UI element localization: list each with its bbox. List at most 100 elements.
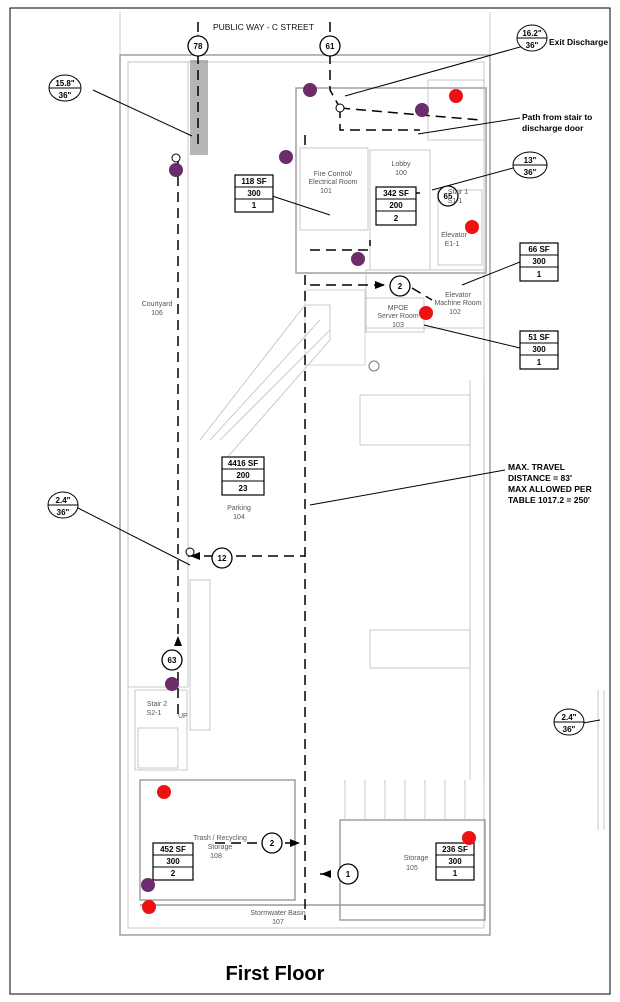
path-note-line2: discharge door [522,123,584,133]
egress-paths [177,22,481,920]
max-travel-line3: MAX ALLOWED PER [508,484,592,494]
svg-text:107: 107 [272,919,284,926]
occupancy-box: 118 SF 300 1 [234,174,274,213]
distance-bubbles: 78 61 65 2 12 63 2 1 [161,35,459,885]
exit-width-label: 2.4" 36" [553,708,585,736]
svg-text:2: 2 [398,282,403,291]
svg-text:66 SF: 66 SF [528,245,549,254]
svg-text:Stormwater Basin: Stormwater Basin [250,910,305,917]
svg-text:300: 300 [166,857,180,866]
accessibility-icon [368,360,380,372]
building-outline [119,12,605,936]
street-label: PUBLIC WAY - C STREET [213,22,314,32]
svg-text:51 SF: 51 SF [528,333,549,342]
purple-marker [351,252,365,266]
svg-text:Stair 2: Stair 2 [147,701,167,708]
page-frame [9,7,611,995]
occupancy-box: 66 SF 300 1 [519,242,559,282]
svg-text:Elevator: Elevator [441,232,467,239]
svg-text:108: 108 [210,853,222,860]
occupancy-box: 236 SF 300 1 [435,842,475,881]
svg-text:65: 65 [444,192,453,201]
svg-text:236 SF: 236 SF [442,845,468,854]
red-marker [419,306,433,320]
svg-text:102: 102 [449,309,461,316]
max-travel-line2: DISTANCE = 83' [508,473,572,483]
distance-bubble: 2 [389,275,411,297]
room-label: Stair 2 S2-1 [147,701,168,717]
room-label: Stormwater Basin 107 [250,910,305,926]
exit-width-bottom: 36" [57,508,70,517]
svg-text:Storage: Storage [404,855,429,862]
exit-width-top: 15.8" [55,79,75,88]
svg-text:200: 200 [389,201,403,210]
occupancy-box: 342 SF 200 2 [375,186,417,226]
distance-bubble: 2 [261,832,283,854]
svg-text:342 SF: 342 SF [383,189,409,198]
svg-text:E1-1: E1-1 [445,241,460,248]
exit-width-bottom: 36" [526,41,539,50]
red-marker [462,831,476,845]
svg-text:106: 106 [151,310,163,317]
red-marker [465,220,479,234]
room-label: Stair 1 S1-1 [448,189,469,205]
svg-text:200: 200 [236,471,250,480]
svg-text:452 SF: 452 SF [160,845,186,854]
room-label: Trash / Recycling Storage 108 [193,835,247,860]
occupancy-boxes: 118 SF 300 1 342 SF 200 2 66 SF 300 1 51… [152,174,559,881]
svg-text:S2-1: S2-1 [147,710,162,717]
svg-text:Server Room: Server Room [377,313,418,320]
svg-text:1: 1 [537,270,542,279]
purple-marker [169,163,183,177]
svg-text:300: 300 [448,857,462,866]
occupancy-box: 452 SF 300 2 [152,842,194,881]
room-label: Fire Control/ Electrical Room 101 [308,171,357,195]
up-label: UP [178,713,188,720]
exit-width-top: 16.2" [522,29,542,38]
svg-text:2: 2 [394,214,399,223]
occupancy-box: 51 SF 300 1 [519,330,559,370]
distance-bubble: 12 [211,547,233,569]
svg-text:300: 300 [532,345,546,354]
occupancy-box: 4416 SF 200 23 [221,456,265,496]
svg-text:1: 1 [346,870,351,879]
svg-text:78: 78 [194,42,203,51]
room-label: Parking 104 [227,505,251,521]
red-marker [142,900,156,914]
leader-lines [73,39,601,724]
red-marker [157,785,171,799]
purple-marker [303,83,317,97]
room-label: Courtyard 106 [142,301,173,317]
exit-width-label: 13" 36" [512,151,548,179]
markers [141,83,479,914]
svg-text:Fire Control/: Fire Control/ [314,171,353,178]
svg-text:23: 23 [239,484,248,493]
svg-text:1: 1 [252,201,257,210]
distance-bubble: 78 [187,35,209,57]
svg-text:61: 61 [326,42,335,51]
svg-text:300: 300 [532,257,546,266]
exit-width-label: 16.2" 36" [516,24,548,52]
svg-text:101: 101 [320,188,332,195]
room-label: Elevator Machine Room 102 [434,292,481,316]
room-label: Elevator E1-1 [441,232,467,248]
purple-marker [279,150,293,164]
exit-width-top: 13" [524,156,537,165]
svg-text:Parking: Parking [227,505,251,512]
exit-door-markers [171,103,345,557]
max-travel-line4: TABLE 1017.2 = 250' [508,495,590,505]
path-note-line1: Path from stair to [522,112,592,122]
distance-bubble: 1 [337,863,359,885]
svg-text:MPOE: MPOE [388,305,409,312]
svg-text:Courtyard: Courtyard [142,301,173,308]
page-title: First Floor [226,963,325,985]
purple-marker [415,103,429,117]
svg-text:Storage: Storage [208,844,233,851]
exit-width-top: 2.4" [56,496,71,505]
exit-width-bottom: 36" [563,725,576,734]
exit-width-top: 2.4" [562,713,577,722]
room-labels: Fire Control/ Electrical Room 101 Lobby … [142,161,482,926]
svg-text:Stair 1: Stair 1 [448,189,468,196]
red-marker [449,89,463,103]
